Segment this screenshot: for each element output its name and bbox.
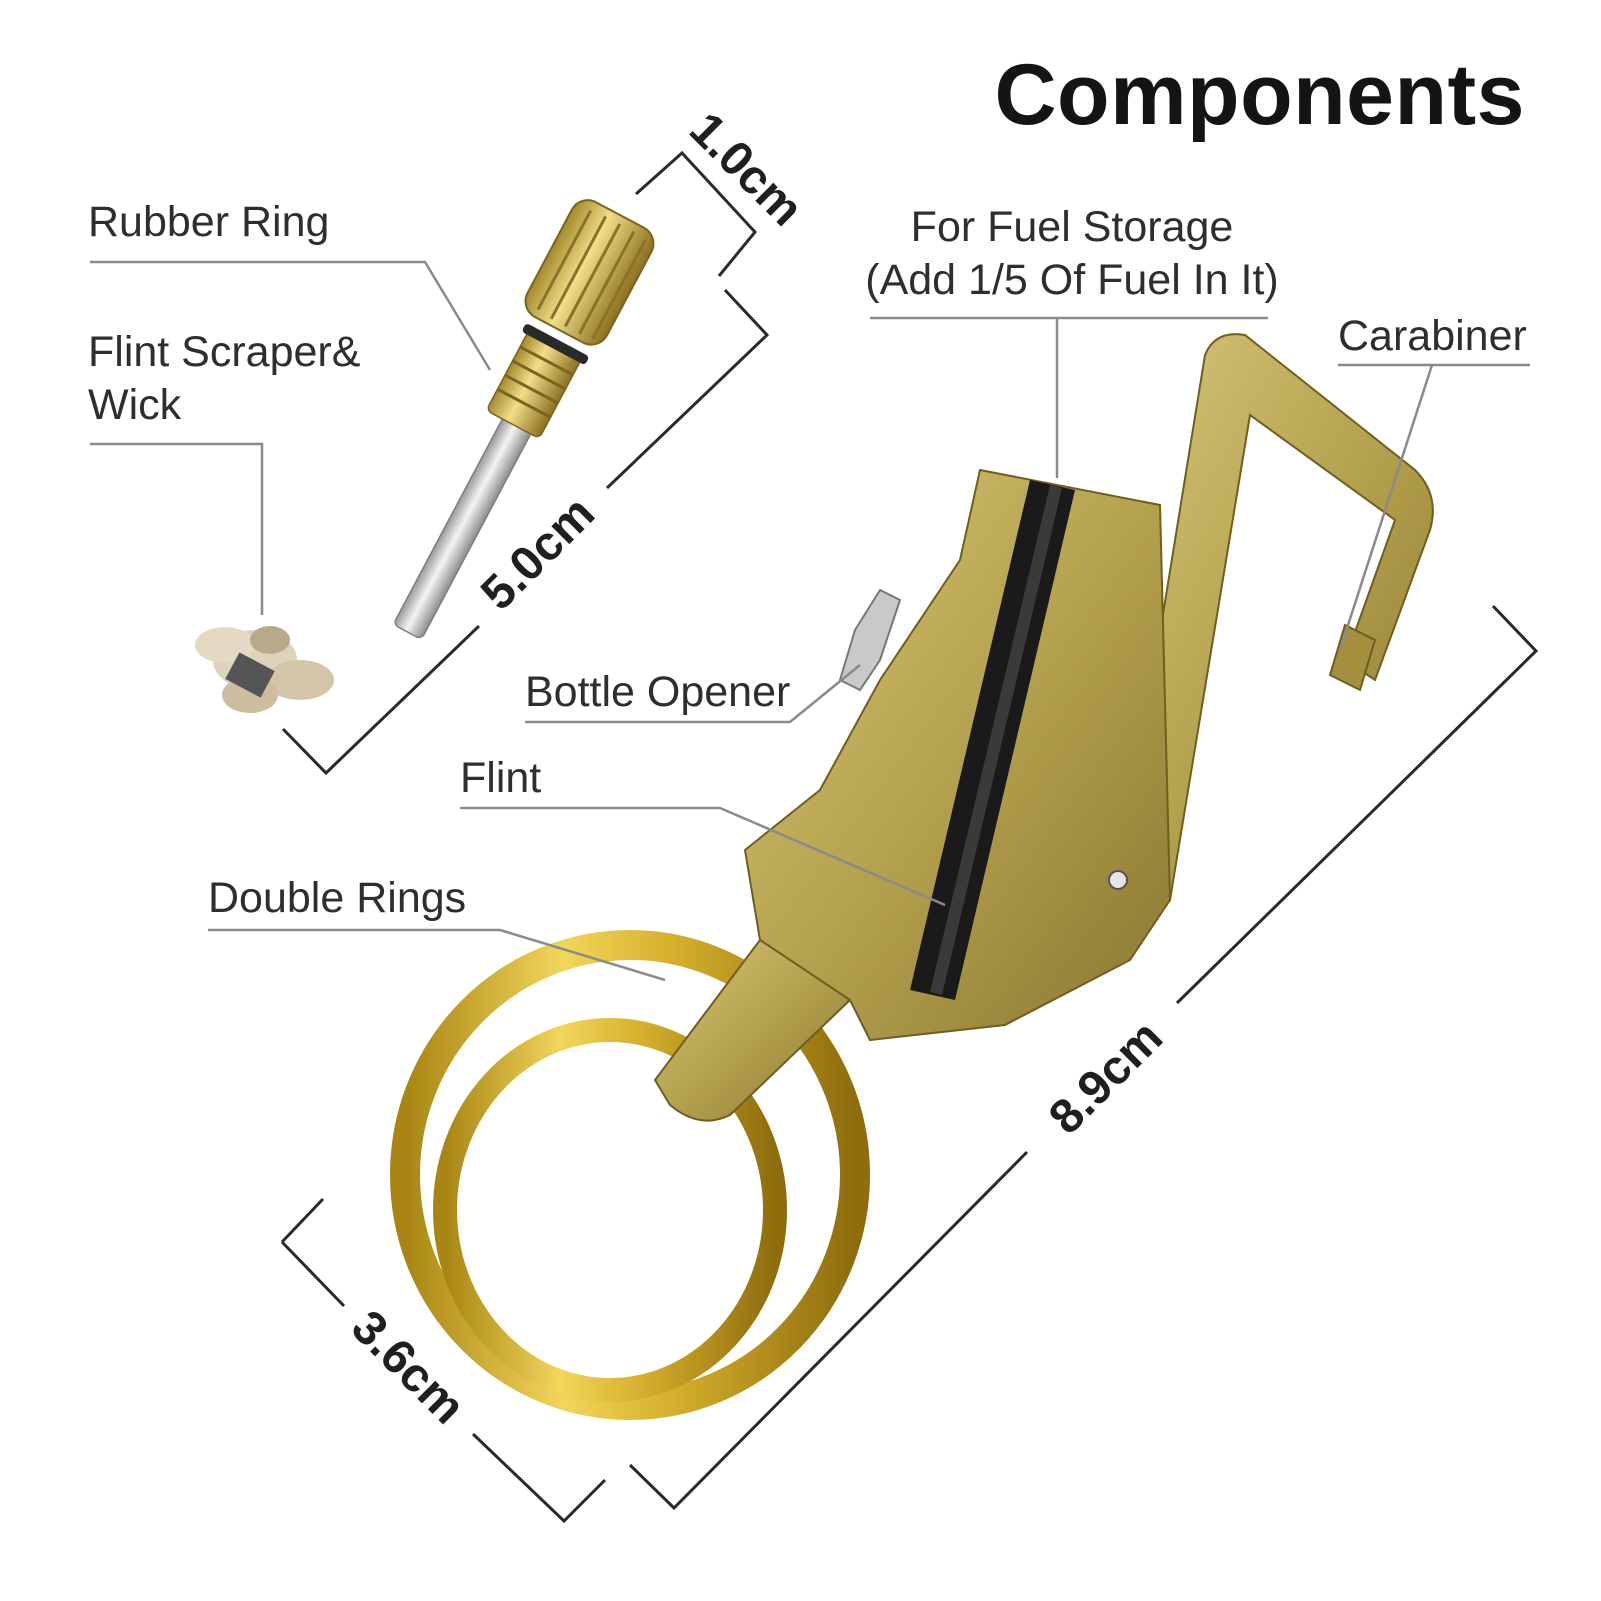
label-flint-scraper-line2: Wick: [88, 381, 182, 430]
page-title: Components: [994, 47, 1525, 143]
label-carabiner: Carabiner: [1338, 312, 1527, 360]
label-fuel-storage-line2: (Add 1/5 Of Fuel In It): [865, 256, 1279, 305]
keychain-illustration: [390, 333, 1434, 1420]
double-rings-art: [390, 930, 870, 1420]
label-rubber-ring: Rubber Ring: [88, 198, 330, 246]
label-bottle-opener: Bottle Opener: [525, 668, 791, 716]
wick-tuft: [195, 626, 334, 713]
leader-lines: [90, 260, 1530, 982]
label-fuel-storage: For Fuel Storage (Add 1/5 Of Fuel In It): [862, 201, 1282, 308]
label-flint-scraper: Flint Scraper& Wick: [88, 326, 360, 433]
label-flint: Flint: [460, 754, 542, 802]
dimension-lines: [280, 150, 1539, 1524]
insert-illustration: [195, 199, 655, 713]
label-fuel-storage-line1: For Fuel Storage: [910, 203, 1234, 251]
label-flint-scraper-line1: Flint Scraper&: [88, 328, 361, 376]
label-double-rings: Double Rings: [208, 874, 467, 922]
